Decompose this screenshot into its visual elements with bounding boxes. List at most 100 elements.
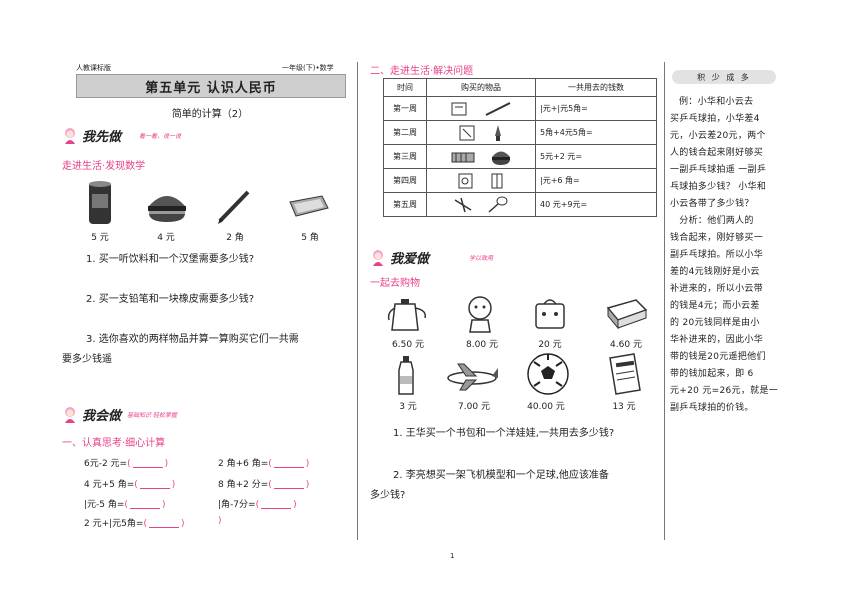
sidebar-heading-badge: 积 少 成 多 [672,70,776,84]
table-row: 第五周 40 元+9元= [383,192,657,217]
pencil-box-icon [606,299,648,330]
sidebar-line: 带的钱是20元遥把他们 [670,352,766,362]
table-row: 第一周 |元+|元5角= [383,96,657,121]
book-icon [609,353,641,395]
sidebar-line: 副乒乓球拍。所以小华 [670,250,764,260]
shopping-table: 时间 购买的物品 一共用去的钱数 第一周 |元+|元5角= 第二周 5角+4元5… [383,78,657,217]
table-row: 第四周 |元+6 角= [383,168,657,193]
table-row: 第二周 5角+4元5角= [383,120,657,145]
sidebar-line: 元+20 元=26元，就是一 [670,386,779,396]
page-subtitle: 简单的计算（2） [171,109,249,120]
question-text: 2. 买一支铅笔和一块橡皮需要多少钱? [86,294,255,305]
soccer-ball-icon [527,353,569,395]
goods-price: 8.00 元 [466,340,498,350]
table-heading: 二、走进生活·解决问题 [370,66,474,77]
table-header-row: 时间 购买的物品 一共用去的钱数 [383,78,657,97]
item-price: 5 角 [301,233,319,243]
question-text: 1. 买一听饮料和一个汉堡需要多少钱? [86,254,255,265]
exercise-item: 8 角+2 分=() [218,480,310,490]
hamburger-icon [148,196,186,222]
page-number: 1 [450,552,455,560]
sidebar-line: 分析：他们两人的 [670,216,754,226]
section-subheading: 走进生活·发现数学 [62,161,146,172]
section-heading-first: 我先做 看一看，说一说 [62,126,181,145]
exercise-bracket: ) [218,516,222,526]
sidebar-body: 例：小华和小云去 买乒乓球拍，小华差4 元，小云差20元，两个 人的钱合起来刚好… [670,94,792,417]
section-note: 基础知识 轻松掌握 [127,412,177,419]
item-price: 5 元 [91,233,109,243]
sidebar-line: 带的钱加起来，即 6 [670,369,754,379]
sidebar-line: 元，小云差20元，两个 [670,131,766,141]
column-header: 一共用去的钱数 [535,78,657,97]
sidebar-line: 小云各带了多少钱？ [670,199,754,209]
section-subheading: 一、认真思考·细心计算 [62,438,166,449]
exercise-item: 2 元+|元5角=() [84,519,185,529]
goods-price: 13 元 [612,402,636,412]
girl-mascot-icon [65,127,75,144]
sidebar-line: 华补进来的，因此小华 [670,335,764,345]
pencil-icon [485,101,511,116]
badminton-icon [488,196,508,213]
sidebar-line: 人的钱合起来刚好够买 [670,148,764,158]
question-text: 2. 李亮想买一架飞机模型和一个足球,他应该准备 [393,470,609,481]
sidebar-divider [664,62,665,540]
sidebar-line: 例：小华和小云去 [679,97,754,107]
exercise-item: |角-7分=() [218,500,297,510]
section-title: 我会做 [82,409,122,424]
sidebar-line: 乓球拍多少钱？ 小华和 [670,182,767,192]
sidebar-line: 钱合起来，刚好够买一 [670,233,764,243]
drink-can-icon [89,181,111,224]
grade-label: 一年级(下)•数学 [282,64,334,72]
edition-label: 人教课标版 [76,64,111,72]
sidebar-line: 买乒乓球拍，小华差4 [670,114,760,124]
airplane-icon [447,363,498,391]
section-subheading: 一起去购物 [370,278,420,289]
page-title: 第五单元 认识人民币 [145,80,277,96]
goods-price: 20 元 [538,340,562,350]
column-header: 时间 [383,78,427,97]
section-title: 我先做 [82,130,122,145]
table-row: 第三周 5元+2 元= [383,144,657,169]
sidebar-line: 的钱是4元；而小云差 [670,301,760,311]
question-text: 要多少钱遥 [62,354,112,365]
item-price: 4 元 [157,233,175,243]
teapot-icon [387,299,427,331]
sidebar-line: 差的4元钱刚好是小云 [670,267,760,277]
column-header: 购买的物品 [426,78,536,97]
section-title: 我爱做 [390,252,430,267]
exercise-item: 6元-2 元=() [84,459,169,469]
section-heading-second: 我会做 基础知识 轻松掌握 [62,405,177,424]
notebook-icon [458,173,473,188]
item-price: 2 角 [226,233,244,243]
section-heading-third: 我爱做 学以致用 [370,248,493,267]
plane-toy-icon [454,197,472,212]
goods-price: 40.00 元 [527,402,565,412]
exercise-item: 4 元+5 角=() [84,480,176,490]
question-text: 1. 王华买一个书包和一个洋娃娃,一共用去多少钱? [393,428,615,439]
girl-mascot-icon [373,249,383,266]
column-divider [357,62,358,540]
harmonica-icon [451,152,475,162]
section-note: 学以致用 [469,255,494,262]
exercise-item: 2 角+6 角=() [218,459,310,469]
notebook-icon [459,125,475,140]
hamburger-icon [492,151,510,165]
goods-price: 6.50 元 [392,340,424,350]
section-note: 看一看，说一说 [139,133,182,140]
pencil-case-icon [491,173,503,188]
sidebar-heading: 积 少 成 多 [697,72,751,82]
pen-icon [495,124,501,141]
sidebar-line: 副乒乓球拍的价钱。 [670,403,754,413]
girl-mascot-icon [65,406,75,423]
sidebar-line: 一副乒乓球拍遥 一副乒 [670,165,767,175]
goods-price: 3 元 [399,402,417,412]
sidebar-line: 的 20元钱同样是由小 [670,318,760,328]
goods-price: 4.60 元 [610,340,642,350]
unit-title-bar: 第五单元 认识人民币 [76,74,346,98]
bottle-icon [398,356,414,395]
eraser-icon [289,195,329,217]
schoolbag-icon [535,299,565,329]
question-text: 3. 选你喜欢的两样物品并算一算购买它们一共需 [86,334,299,345]
book-icon [451,102,467,115]
exercise-item: |元-5 角=() [84,500,166,510]
